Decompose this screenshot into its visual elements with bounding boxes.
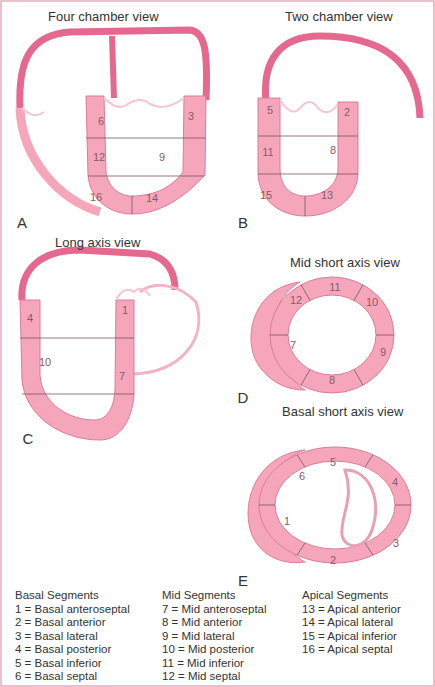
legend-text: 10 = Mid posterior [162, 644, 254, 656]
lv-myocardium [20, 300, 134, 440]
segment-line [132, 196, 133, 214]
basal-short-axis [248, 447, 411, 563]
legend-text: 3 = Basal lateral [15, 631, 98, 643]
segment-number: 4 [27, 313, 33, 324]
segment-number: 14 [146, 193, 158, 204]
segment-line [86, 138, 206, 139]
segment-number: 10 [39, 357, 51, 368]
legend-text: 2 = Basal anterior [15, 617, 105, 629]
legend-text: 14 = Apical lateral [302, 617, 393, 629]
segment-number: 9 [159, 152, 165, 163]
segment-number: 11 [329, 282, 340, 293]
legend-text: 13 = Apical anterior [302, 604, 401, 616]
view-title: Basal short axis view [282, 405, 403, 418]
mitral-valve [342, 470, 376, 546]
segment-number: 15 [260, 190, 272, 201]
segment-number: 6 [299, 471, 305, 482]
panel-letter: A [17, 215, 27, 230]
segment-number: 11 [262, 147, 273, 158]
segment-number: 7 [290, 340, 296, 351]
lv-myocardium [258, 98, 358, 216]
lv-outer [270, 277, 394, 393]
legend-text: 6 = Basal septal [15, 671, 97, 683]
legend-text: 8 = Mid anterior [162, 617, 242, 629]
segment-number: 16 [90, 192, 102, 203]
mid-short-axis [251, 277, 394, 393]
valve-leaflet [280, 100, 338, 112]
valve-leaflet [22, 108, 44, 115]
segment-line [258, 174, 358, 175]
legend-text: 7 = Mid anteroseptal [162, 604, 267, 616]
long-axis-heart [20, 250, 199, 440]
view-title: Four chamber view [48, 10, 159, 23]
legend-text: 15 = Apical inferior [302, 631, 397, 643]
segment-number: 12 [290, 295, 302, 306]
legend-text: 9 = Mid lateral [162, 631, 235, 643]
segment-number: 9 [380, 347, 386, 358]
segment-number: 3 [393, 538, 399, 549]
segment-number: 3 [188, 111, 194, 122]
segment-number: 6 [98, 116, 104, 127]
segment-number: 1 [122, 305, 128, 316]
segment-line [22, 394, 134, 395]
two-chamber-heart [258, 36, 420, 216]
lv-myocardium [86, 96, 206, 214]
legend-heading: Apical Segments [302, 590, 388, 602]
segment-line [305, 196, 306, 216]
valve-leaflet [116, 289, 150, 300]
segment-number: 8 [330, 145, 336, 156]
lv-outer [259, 447, 411, 563]
segment-number: 2 [344, 107, 350, 118]
segment-number: 5 [267, 105, 273, 116]
atrium-wall [134, 285, 199, 374]
segment-number: 1 [284, 516, 290, 527]
view-title: Two chamber view [285, 10, 393, 23]
segment-line [258, 136, 358, 137]
segment-number: 12 [93, 152, 105, 163]
panel-letter: D [238, 390, 249, 405]
lv-cavity [275, 461, 395, 549]
segment-number: 7 [119, 371, 125, 382]
aorta-wall [22, 250, 175, 300]
segment-number: 5 [330, 457, 336, 468]
panel-letter: E [238, 573, 248, 588]
legend-text: 12 = Mid septal [162, 671, 240, 683]
legend-text: 16 = Apical septal [302, 644, 392, 656]
view-title: Mid short axis view [290, 256, 400, 269]
segment-number: 10 [366, 297, 378, 308]
segment-number: 8 [329, 375, 335, 386]
lv-cavity [288, 295, 376, 375]
segment-number: 13 [321, 190, 333, 201]
segment-line [20, 338, 134, 339]
legend-heading: Mid Segments [162, 590, 236, 602]
segment-number: 4 [392, 477, 398, 488]
legend-text: 5 = Basal inferior [15, 658, 102, 670]
segment-lines [270, 285, 394, 385]
panel-letter: B [238, 215, 248, 230]
valve-leaflet [104, 98, 184, 107]
panel-letter: C [23, 431, 34, 446]
four-chamber-heart [20, 30, 207, 214]
legend-text: 4 = Basal posterior [15, 644, 111, 656]
atrial-septum [112, 36, 114, 98]
legend-heading: Basal Segments [15, 590, 99, 602]
view-title: Long axis view [55, 236, 140, 249]
atria-wall [20, 30, 207, 108]
legend-text: 1 = Basal anteroseptal [15, 604, 130, 616]
segment-number: 2 [330, 555, 336, 566]
segment-lines [259, 455, 411, 555]
legend-text: 11 = Mid inferior [162, 658, 244, 670]
segment-line [88, 176, 204, 177]
